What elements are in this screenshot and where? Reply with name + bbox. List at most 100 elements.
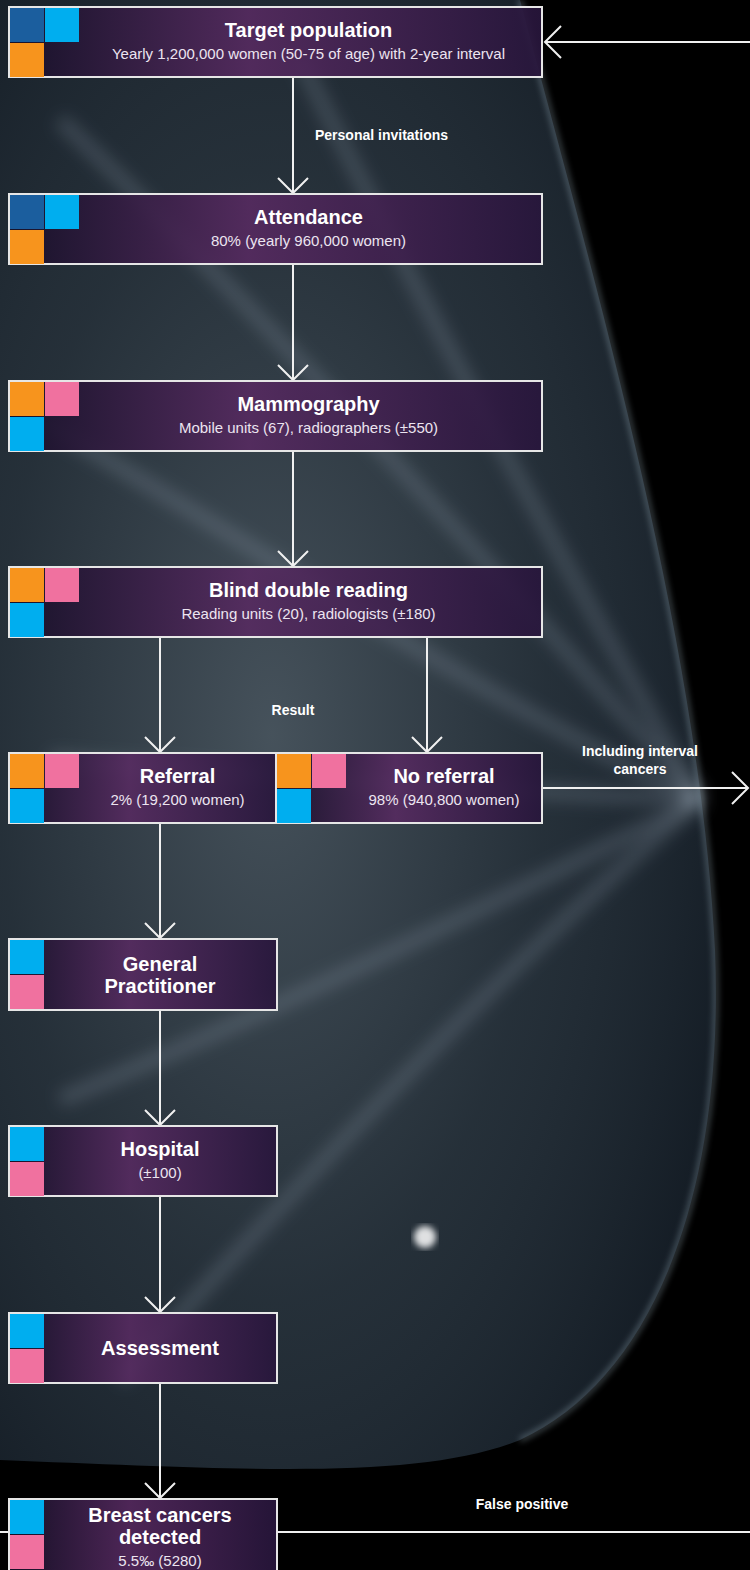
flow-arrow	[278, 265, 308, 380]
color-square	[312, 754, 346, 788]
color-square	[10, 417, 44, 451]
color-square	[45, 382, 79, 416]
process-box: Target populationYearly 1,200,000 women …	[8, 6, 543, 78]
interval-line	[543, 787, 748, 789]
color-square	[10, 754, 44, 788]
box-title: No referral	[393, 765, 494, 787]
box-title: Assessment	[101, 1337, 219, 1359]
box-detail: Reading units (20), radiologists (±180)	[181, 604, 435, 624]
arrow-head	[145, 1110, 175, 1125]
arrow-head	[732, 772, 748, 804]
flow-arrow	[145, 1197, 175, 1312]
edge-label: Personal invitations	[315, 127, 448, 145]
box-text: Breast cancers detected 5.5‰ (5280)	[10, 1500, 276, 1570]
color-square	[10, 43, 44, 77]
arrow-line	[292, 78, 294, 193]
false-positive-line	[278, 1531, 750, 1533]
flow-label: Result	[233, 702, 353, 720]
arrow-head	[278, 365, 308, 380]
box-text: General Practitioner	[10, 949, 276, 1001]
box-detail: (±100)	[138, 1163, 181, 1183]
color-square	[10, 1314, 44, 1348]
box-title: Breast cancers detected	[75, 1504, 245, 1548]
flow-label: False positive	[442, 1496, 602, 1514]
process-box: Assessment	[8, 1312, 278, 1384]
box-detail: 5.5‰ (5280)	[118, 1551, 201, 1570]
flow-arrow	[145, 1384, 175, 1498]
arrow-line	[159, 1197, 161, 1312]
color-square	[10, 1500, 44, 1534]
flow-label: Including interval cancers	[578, 743, 703, 778]
process-box: No referral98% (940,800 women)	[275, 752, 543, 824]
arrow-head	[145, 1483, 175, 1498]
arrow-line	[292, 452, 294, 566]
return-line	[545, 41, 750, 43]
color-square	[10, 8, 44, 42]
color-square	[277, 754, 311, 788]
box-title: Hospital	[121, 1138, 200, 1160]
flow-arrow	[145, 1011, 175, 1125]
flow-arrow	[412, 638, 442, 752]
arrow-line	[159, 1011, 161, 1125]
color-square	[45, 568, 79, 602]
process-box: Referral 2% (19,200 women)	[8, 752, 277, 824]
process-box: MammographyMobile units (67), radiograph…	[8, 380, 543, 452]
arrow-head	[145, 1297, 175, 1312]
arrow-head	[145, 923, 175, 938]
color-square	[10, 789, 44, 823]
color-square	[10, 230, 44, 264]
color-square	[10, 1349, 44, 1383]
color-square	[10, 1162, 44, 1196]
arrow-head	[278, 178, 308, 193]
box-text: MammographyMobile units (67), radiograph…	[10, 389, 541, 442]
box-title: Blind double reading	[209, 579, 408, 601]
arrow-head	[545, 26, 561, 58]
box-text: Attendance 80% (yearly 960,000 women)	[10, 202, 541, 255]
box-title: Target population	[225, 19, 392, 41]
color-square	[45, 754, 79, 788]
box-text: No referral98% (940,800 women)	[277, 761, 541, 814]
box-title: Referral	[140, 765, 216, 787]
arrow-line	[159, 638, 161, 752]
box-detail: 80% (yearly 960,000 women)	[211, 231, 406, 251]
arrow-line	[159, 824, 161, 938]
tissue-streak	[120, 800, 700, 1380]
box-detail: Yearly 1,200,000 women (50-75 of age) wi…	[112, 44, 505, 64]
color-square	[10, 1535, 44, 1569]
color-square	[10, 1127, 44, 1161]
color-square	[277, 789, 311, 823]
process-box: Attendance 80% (yearly 960,000 women)	[8, 193, 543, 265]
color-square	[10, 603, 44, 637]
side-line	[0, 1531, 8, 1533]
process-box: Breast cancers detected 5.5‰ (5280)	[8, 1498, 278, 1570]
arrow-head	[412, 737, 442, 752]
box-text: Target populationYearly 1,200,000 women …	[10, 15, 541, 68]
arrow-line	[292, 265, 294, 380]
box-title: General Practitioner	[75, 953, 245, 997]
color-square	[10, 568, 44, 602]
box-text: Referral 2% (19,200 women)	[10, 761, 275, 814]
box-text: Hospital (±100)	[10, 1134, 276, 1187]
color-square	[10, 940, 44, 974]
box-text: Blind double readingReading units (20), …	[10, 575, 541, 628]
color-square	[45, 195, 79, 229]
flow-arrow	[278, 452, 308, 566]
flow-arrow	[145, 638, 175, 752]
lesion-spot	[414, 1226, 436, 1248]
flow-arrow	[145, 824, 175, 938]
breast-tissue	[0, 0, 716, 1469]
color-square	[45, 8, 79, 42]
arrow-line	[426, 638, 428, 752]
color-square	[10, 382, 44, 416]
box-title: Mammography	[237, 393, 379, 415]
arrow-head	[145, 737, 175, 752]
arrow-line	[159, 1384, 161, 1498]
box-detail: Mobile units (67), radiographers (±550)	[179, 418, 438, 438]
box-detail: 2% (19,200 women)	[110, 790, 244, 810]
color-square	[10, 195, 44, 229]
process-box: General Practitioner	[8, 938, 278, 1011]
box-title: Attendance	[254, 206, 363, 228]
color-square	[10, 975, 44, 1009]
